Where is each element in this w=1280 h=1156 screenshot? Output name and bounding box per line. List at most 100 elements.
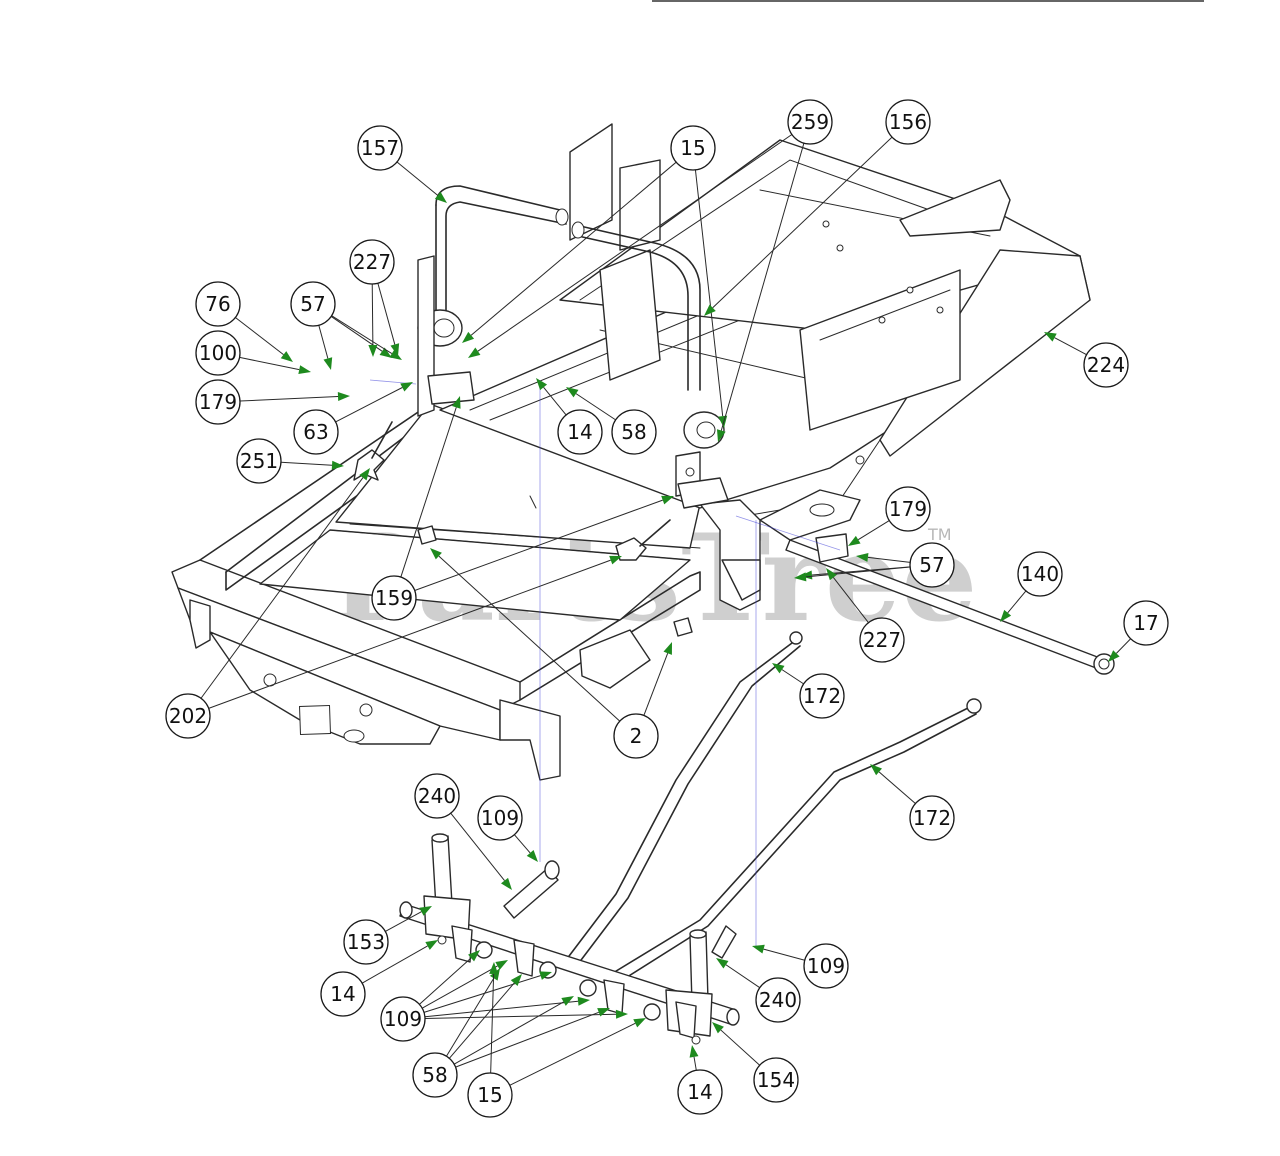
callout-140-leader [1007,590,1027,614]
callout-140-arrowhead [1000,609,1012,622]
callout-57-extra-9-leader [805,566,911,578]
callout-157-bubble [357,125,403,171]
callout-240-arrowhead [716,958,729,969]
callout-224[interactable]: 224 [1044,332,1129,388]
callout-179-arrowhead [848,535,861,546]
callout-109-extra-12-leader [424,1000,579,1018]
callout-57[interactable]: 57 [856,542,955,588]
callout-172[interactable]: 172 [772,663,845,719]
callout-109[interactable]: 109 [380,950,480,1042]
adjuster-knobs [353,421,671,561]
callout-58[interactable]: 58 [412,968,500,1098]
callout-157-number: 157 [361,136,399,160]
callout-57[interactable]: 57 [290,281,336,370]
callout-227-number: 227 [353,250,391,274]
callout-100-number: 100 [199,341,237,365]
callout-109-arrowhead [468,950,480,962]
callout-159[interactable]: 159 [371,396,461,621]
callout-172-number: 172 [803,684,841,708]
callout-14-bubble [677,1069,723,1115]
callout-179[interactable]: 179 [195,379,350,425]
callout-14-leader [543,386,567,416]
callout-14-number: 14 [567,420,592,444]
callout-240[interactable]: 240 [716,958,801,1023]
callout-58-extra-16-arrowhead [597,1008,610,1017]
callout-109-extra-11-arrowhead [539,971,552,980]
extra-leader-lines [208,143,911,1086]
callout-14[interactable]: 14 [677,1045,723,1115]
callout-58-arrowhead [489,968,500,981]
callout-109-extra-12-arrowhead [577,996,590,1006]
callout-179[interactable]: 179 [848,486,931,546]
callout-153-number: 153 [347,930,385,954]
callout-2[interactable]: 2 [430,548,659,759]
callout-109[interactable]: 109 [477,795,538,862]
callout-57-leader [318,325,329,359]
callout-157[interactable]: 157 [357,125,447,203]
callout-179-bubble [195,379,241,425]
callout-227[interactable]: 227 [349,239,395,357]
callout-63-arrowhead [400,382,413,392]
callout-259-bubble [787,99,833,145]
callout-156-number: 156 [889,110,927,134]
callout-17[interactable]: 17 [1108,600,1169,662]
callout-15[interactable]: 15 [467,962,513,1118]
callout-76-leader [235,317,284,356]
callout-227-extra-2-leader [377,283,396,345]
callout-159-extra-5-leader [414,499,663,591]
callout-140-number: 140 [1021,562,1059,586]
callout-154[interactable]: 154 [712,1022,799,1103]
callout-227[interactable]: 227 [826,568,905,663]
callout-14[interactable]: 14 [320,940,438,1017]
callout-154-arrowhead [712,1022,724,1034]
callout-240-number: 240 [418,784,456,808]
callout-63[interactable]: 63 [293,382,413,455]
callout-109-extra-10-leader [421,965,498,1009]
callout-140[interactable]: 140 [1000,551,1063,622]
callout-58[interactable]: 58 [566,387,657,455]
callout-57-number: 57 [919,553,944,577]
callout-15-number: 15 [680,136,705,160]
callout-109[interactable]: 109 [752,943,849,989]
callout-172[interactable]: 172 [870,764,955,841]
callout-179-leader [857,520,890,541]
callout-227-arrowhead [368,344,378,357]
callout-154-leader [720,1029,761,1066]
callout-159-arrowhead [451,396,461,409]
callout-57-extra-9-arrowhead [794,572,807,582]
callout-76[interactable]: 76 [195,281,293,362]
callout-172-bubble [799,673,845,719]
callout-15-extra-17-arrowhead [633,1018,646,1028]
callout-2-bubble [613,713,659,759]
callout-227-arrowhead [826,568,837,581]
callout-202-extra-6-leader [208,559,611,709]
callout-251[interactable]: 251 [236,438,344,484]
callout-202-leader [200,477,364,699]
callout-14-bubble [557,409,603,455]
callout-259[interactable]: 259 [468,99,833,358]
callout-14[interactable]: 14 [536,378,603,455]
callout-58-bubble [412,1052,458,1098]
callout-240[interactable]: 240 [414,773,512,890]
callout-172-arrowhead [772,663,785,674]
callout-153[interactable]: 153 [343,906,432,965]
callout-224-arrowhead [1044,332,1057,342]
callout-109-leader [419,957,472,1005]
callout-259-leader [477,134,793,352]
callout-202-arrowhead [359,468,370,481]
callout-100[interactable]: 100 [195,330,311,376]
callout-58-number: 58 [422,1063,447,1087]
callout-109-extra-10-arrowhead [495,960,508,970]
callout-2-extra-7-leader [643,653,669,716]
callout-17-number: 17 [1133,611,1158,635]
callout-109-bubble [380,996,426,1042]
callout-202[interactable]: 202 [165,468,370,739]
callout-15-arrowhead [462,331,475,343]
callout-156[interactable]: 156 [704,99,931,316]
callout-15-extra-3-leader [694,169,724,417]
steering-handles [417,185,729,509]
callout-15[interactable]: 15 [462,125,716,343]
callout-172-leader [878,771,916,804]
callout-109-leader [514,834,531,854]
